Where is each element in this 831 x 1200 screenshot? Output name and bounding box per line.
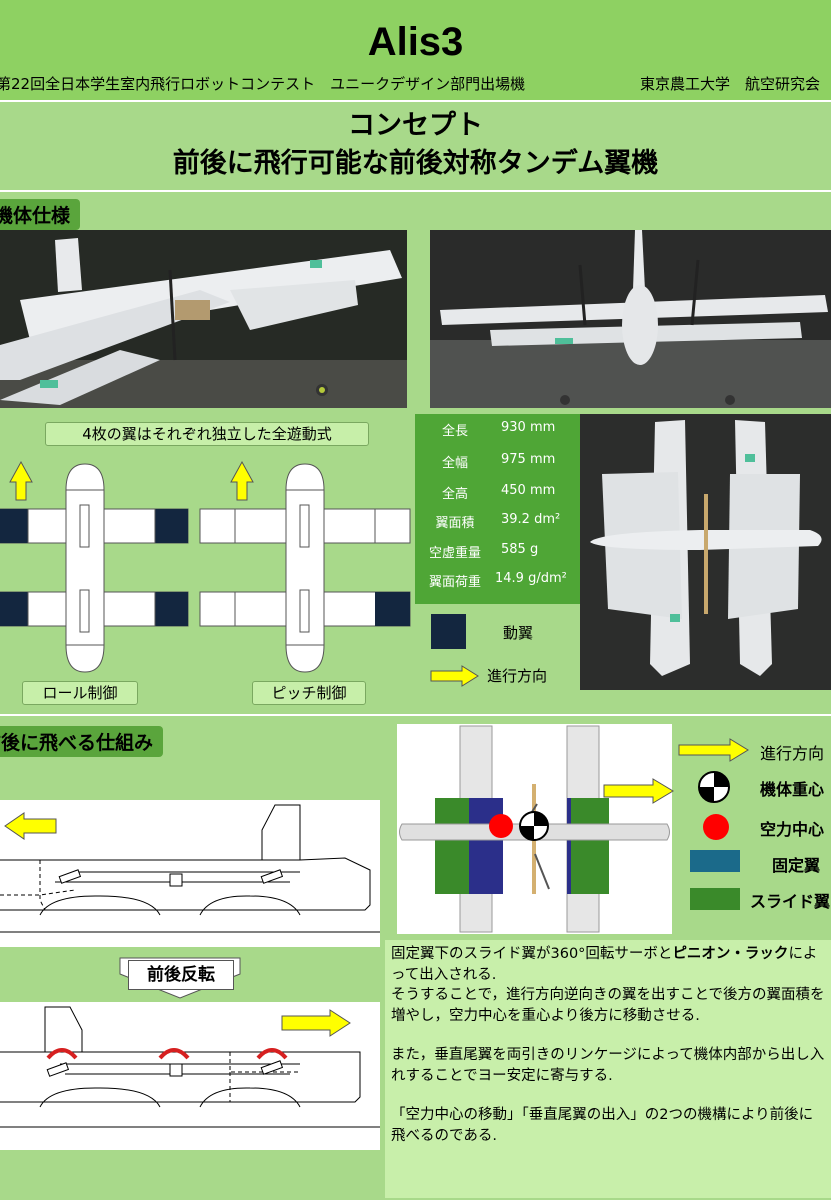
concept-block: コンセプト 前後に飛行可能な前後対称タンデム翼機 [0, 107, 831, 183]
divider [0, 100, 831, 102]
subtitle-contest: 第22回全日本学生室内飛行ロボットコンテスト ユニークデザイン部門出場機 [0, 75, 526, 93]
direction-arrow-icon [230, 460, 254, 501]
moving-wing-left-rear [0, 592, 28, 626]
moving-wing-right-front [155, 509, 188, 543]
photo-side-view [0, 230, 407, 408]
legend-direction: 進行方向 [487, 667, 548, 685]
header-band [0, 0, 831, 100]
wing-caption: 4枚の翼はそれぞれ独立した全遊動式 [45, 422, 369, 446]
reverse-flight-diagram [0, 1002, 380, 1150]
concept-heading: コンセプト [348, 110, 483, 141]
divider [0, 714, 831, 716]
legend-cg: 機体重心 [760, 780, 825, 799]
legend-direction: 進行方向 [760, 744, 825, 763]
aerodynamic-center-icon [703, 814, 729, 840]
moving-wing-right-rear [155, 592, 188, 626]
photo-top-view [580, 414, 831, 690]
mechanism-description: 固定翼下のスライド翼が360°回転サーボとピニオン・ラックによって出入される. … [385, 940, 831, 1198]
pitch-control-label: ピッチ制御 [252, 681, 366, 705]
slide-wing-diagram [397, 724, 672, 934]
legend-ac: 空力中心 [760, 820, 825, 839]
slide-wing-left [435, 798, 469, 894]
poster-subtitle: 第22回全日本学生室内飛行ロボットコンテスト ユニークデザイン部門出場機 東京農… [0, 73, 831, 94]
legend-fixed-wing: 固定翼 [772, 856, 821, 875]
moving-wing-right-rear [375, 592, 410, 626]
mechanism-section-label: 前後に飛べる仕組み [0, 726, 164, 757]
roll-diagram [0, 460, 189, 673]
slide-wing-right [571, 798, 609, 894]
rotation-arrow-icon [46, 1048, 78, 1060]
divider [0, 190, 831, 192]
spec-section-label: 機体仕様 [0, 199, 81, 230]
subtitle-university: 東京農工大学 航空研究会 [640, 75, 821, 93]
concept-statement: 前後に飛行可能な前後対称タンデム翼機 [172, 148, 659, 179]
center-of-gravity-icon [698, 771, 730, 803]
direction-arrow-icon [678, 738, 749, 762]
direction-arrow-icon [603, 778, 674, 804]
aerodynamic-center-icon [489, 814, 513, 838]
forward-flight-diagram [0, 800, 380, 947]
direction-arrow-icon [4, 812, 57, 840]
moving-wing-left-front [0, 509, 28, 543]
slide-wing-swatch [690, 888, 740, 910]
fixed-wing-left [469, 798, 503, 894]
poster-title: Alis3 [367, 20, 464, 64]
direction-arrow-icon [430, 665, 479, 687]
flip-label: 前後反転 [128, 960, 234, 990]
fixed-wing-swatch [690, 850, 740, 872]
roll-control-label: ロール制御 [22, 681, 138, 705]
legend-slide-wing: スライド翼 [750, 892, 831, 911]
pitch-diagram [199, 460, 411, 673]
direction-arrow-icon [9, 460, 33, 501]
rotation-arrow-icon [158, 1048, 190, 1060]
legend-moving-wing: 動翼 [503, 624, 534, 642]
rotation-arrow-icon [256, 1048, 288, 1060]
control-diagram [0, 460, 411, 673]
direction-arrow-icon [281, 1009, 351, 1037]
moving-wing-swatch [431, 614, 466, 649]
photo-front-view [430, 230, 831, 408]
